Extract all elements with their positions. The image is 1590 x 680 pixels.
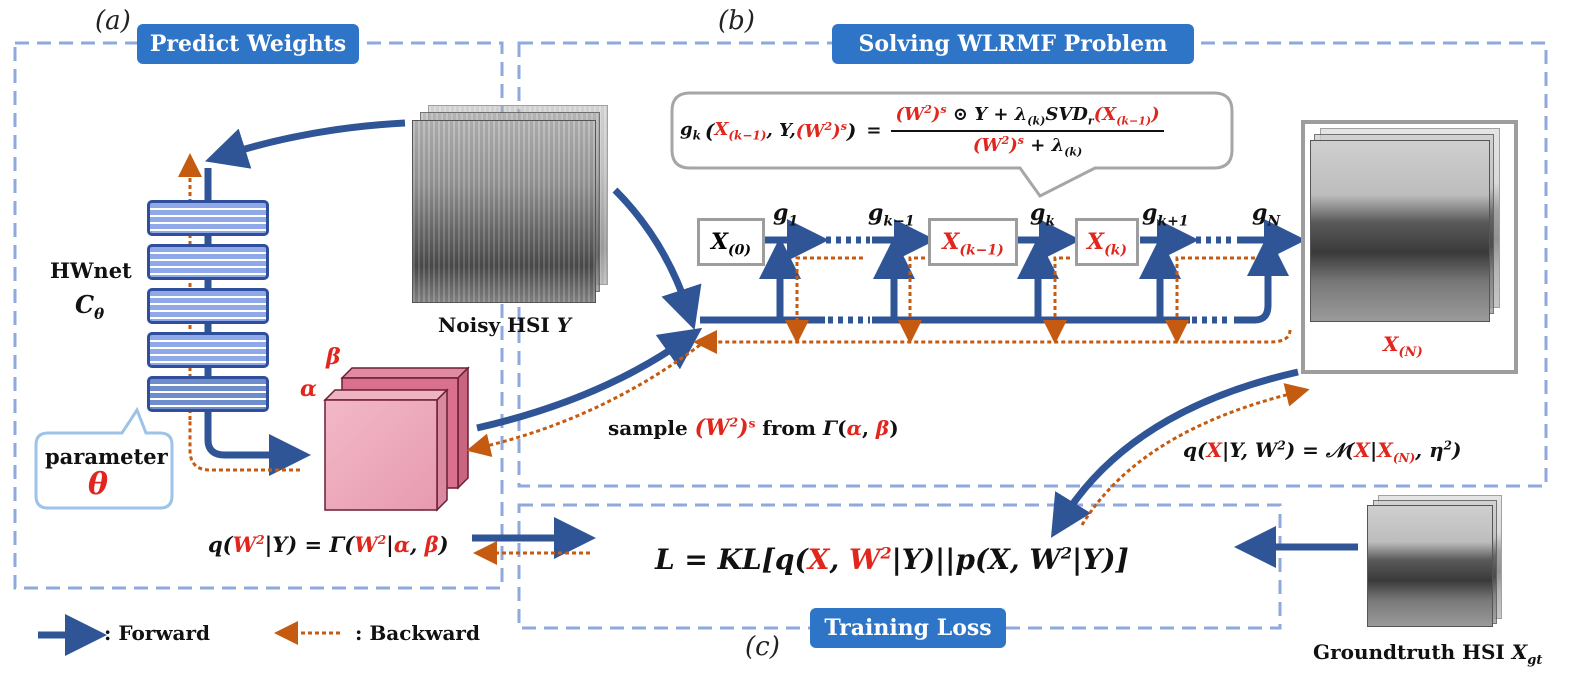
forward-arrow-net-to-gamma <box>204 420 311 476</box>
g1-symbol: g <box>773 200 789 226</box>
gkp1-sub: k+1 <box>1157 213 1189 230</box>
backward-chain-gkp1 <box>1165 256 1255 344</box>
xk-sub: (k) <box>1104 242 1128 259</box>
gamma-alpha-label: α <box>300 376 317 402</box>
forward-arrow-xn-to-loss <box>1050 368 1299 538</box>
noisy-hsi-label: Noisy HSI Y <box>438 313 572 337</box>
xn-sub: (N) <box>1398 345 1423 360</box>
section-b-title: Solving WLRMF Problem <box>832 24 1194 64</box>
hwnet-layer-3 <box>147 288 269 324</box>
formula-args: ( <box>704 118 715 143</box>
gk1-symbol: g <box>868 200 884 226</box>
label-xn: X(N) <box>1383 332 1423 360</box>
forward-arrow-gamma-to-chain <box>476 327 703 432</box>
forward-arrow-noisy-to-chain <box>612 187 702 330</box>
chain-x0-box: X(0) <box>697 218 765 266</box>
formula-eq: = <box>866 120 882 142</box>
formula-g: gk ( X(k−1) , Y, (W2)s ) = (W2)s ⊙ Y + λ… <box>680 103 1164 158</box>
formula-denominator: (W2)s + λ(k) <box>972 133 1083 159</box>
formula-close: ) <box>846 118 857 143</box>
forward-arrow-noisy-to-net <box>204 119 406 169</box>
section-a-letter: (a) <box>95 6 131 36</box>
x0-symbol: X <box>710 229 729 255</box>
hwnet-layer-1 <box>147 200 269 236</box>
gkp1-symbol: g <box>1142 200 1158 226</box>
formula-arg-x: X(k−1) <box>714 118 767 143</box>
hwnet-layer-5 <box>147 376 269 412</box>
formula-numerator: (W2)s ⊙ Y + λ(k)SVDr(X(k−1)) <box>895 103 1160 128</box>
training-loss-formula: L = KL[q(X, W2|Y)||p(X, W2|Y)] <box>655 543 1129 576</box>
formula-bubble <box>670 91 1234 198</box>
parameter-symbol: θ <box>88 467 109 502</box>
xk1-sub: (k−1) <box>959 242 1004 259</box>
parameter-callout <box>34 406 174 510</box>
chain-xk1-box: X(k−1) <box>928 218 1018 266</box>
backward-chain-bottom <box>693 329 1292 354</box>
gk1-sub: k−1 <box>883 213 915 230</box>
formula-fraction: (W2)s ⊙ Y + λ(k)SVDr(X(k−1)) (W2)s + λ(k… <box>891 103 1164 159</box>
legend-forward-label: : Forward <box>104 621 211 645</box>
label-gk: gk <box>1030 200 1055 229</box>
gamma-beta-label: β <box>326 344 341 370</box>
label-gk1: gk−1 <box>868 200 915 229</box>
x0-sub: (0) <box>728 242 752 259</box>
backward-chain-gk1 <box>898 256 925 344</box>
backward-arrow-chain-to-gamma <box>466 343 701 458</box>
legend-backward-label: : Backward <box>355 621 480 645</box>
chain-xk-box: X(k) <box>1075 218 1139 266</box>
backward-arrow-gamma-to-net <box>188 420 300 472</box>
parameter-label: parameter <box>45 444 168 469</box>
hwnet-layer-2 <box>147 244 269 280</box>
formula-lhs: gk <box>680 118 701 143</box>
gN-sub: N <box>1267 213 1281 230</box>
hwnet-symbol: Cθ <box>75 290 105 323</box>
xk1-symbol: X <box>942 229 960 255</box>
xn-symbol: X <box>1383 332 1399 356</box>
section-b-letter: (b) <box>718 6 755 36</box>
formula-arg-y: , Y, <box>766 120 796 142</box>
gk-sub: k <box>1045 213 1056 230</box>
backward-chain-g1 <box>785 256 863 344</box>
backward-chain-gk <box>1043 256 1070 344</box>
chain-bus-end <box>1234 234 1289 324</box>
formula-arg-w: (W2)s <box>795 119 847 142</box>
gk-symbol: g <box>1030 200 1046 226</box>
section-c-letter: (c) <box>745 632 780 662</box>
posterior-w: q(W2|Y) = Γ(W2|α, β) <box>208 532 449 557</box>
groundtruth-label: Groundtruth HSI Xgt <box>1313 640 1543 668</box>
gamma-cube-front <box>323 388 449 512</box>
section-c-title: Training Loss <box>810 608 1006 648</box>
sample-text: sample (W2)s from Γ(α, β) <box>608 415 899 441</box>
label-g1: g1 <box>773 200 798 229</box>
section-a-title: Predict Weights <box>137 24 359 64</box>
hwnet-name: HWnet <box>50 258 132 283</box>
g1-sub: 1 <box>788 213 799 230</box>
label-gkp1: gk+1 <box>1142 200 1189 229</box>
formula-bar <box>891 129 1164 132</box>
hwnet-layer-4 <box>147 332 269 368</box>
label-gN: gN <box>1252 200 1280 229</box>
gN-symbol: g <box>1252 200 1268 226</box>
posterior-x: q(X|Y, W2) = 𝒩(X|X(N), η2) <box>1183 438 1462 465</box>
backward-arrow-loss-to-xn <box>1080 383 1310 526</box>
xk-symbol: X <box>1086 229 1105 255</box>
